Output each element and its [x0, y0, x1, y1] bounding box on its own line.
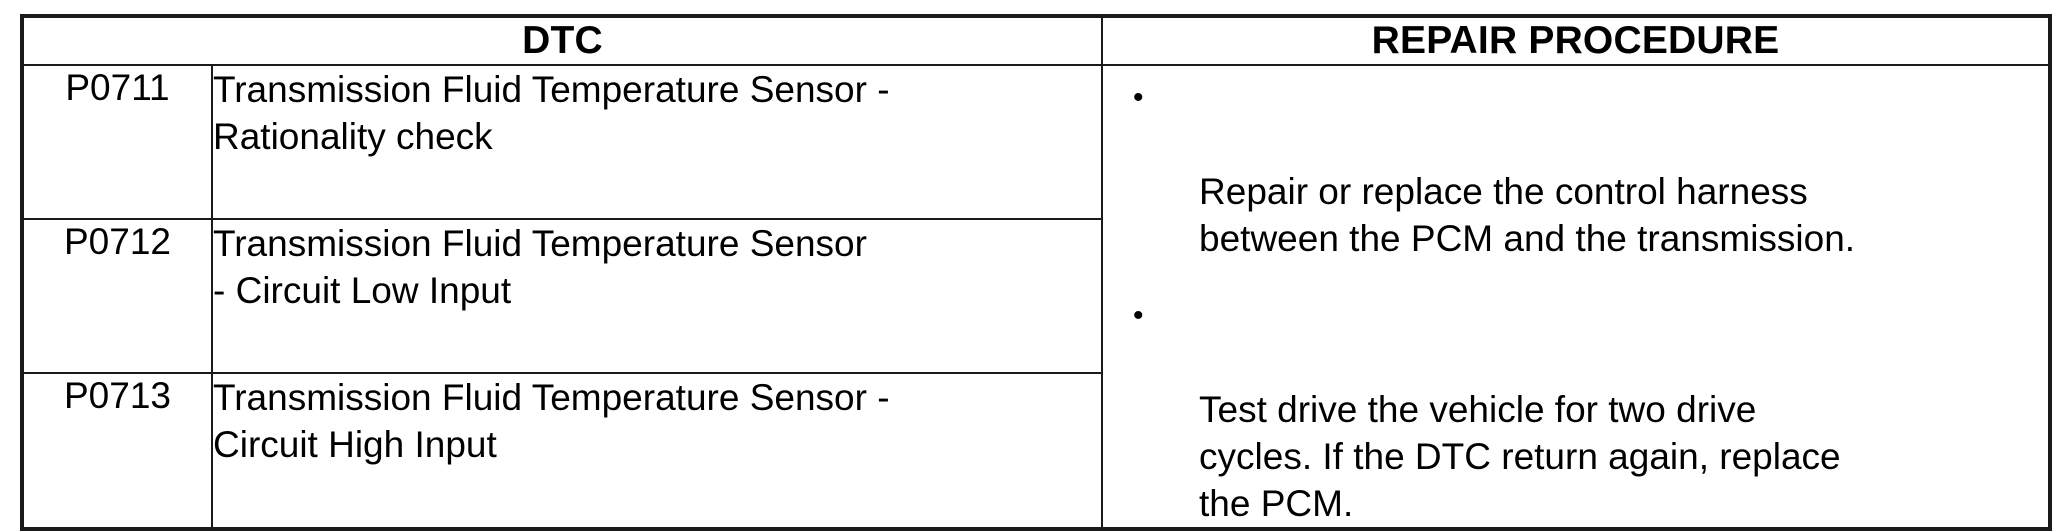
dtc-description-cell: Transmission Fluid Temperature Sensor - … [210, 218, 1104, 375]
dtc-code-cell: P0713 [21, 372, 213, 530]
dtc-description-cell: Transmission Fluid Temperature Sensor - … [210, 372, 1104, 530]
dtc-description-cell: Transmission Fluid Temperature Sensor - … [210, 63, 1104, 221]
dtc-code-cell: P0711 [21, 63, 213, 221]
column-header-repair-procedure: REPAIR PROCEDURE [1101, 15, 2052, 66]
dtc-repair-table: DTC REPAIR PROCEDURE P0711 Transmission … [20, 14, 2053, 531]
repair-procedure-text: Test drive the vehicle for two drive cyc… [1199, 389, 1841, 524]
repair-procedure-list: • Repair or replace the control harness … [1103, 66, 2048, 527]
repair-procedure-cell: • Repair or replace the control harness … [1101, 64, 2052, 530]
table-header-row: DTC REPAIR PROCEDURE [20, 15, 2052, 66]
table-body: P0711 Transmission Fluid Temperature Sen… [21, 63, 2052, 530]
bullet-icon: • [1133, 81, 1144, 114]
column-header-dtc: DTC [20, 15, 1104, 66]
list-item: • Test drive the vehicle for two drive c… [1125, 292, 2030, 527]
table-row: P0712 Transmission Fluid Temperature Sen… [21, 218, 2050, 375]
bullet-icon: • [1133, 299, 1144, 332]
dtc-repair-table-wrapper: DTC REPAIR PROCEDURE P0711 Transmission … [20, 14, 2053, 531]
list-item: • Repair or replace the control harness … [1125, 74, 2030, 262]
table-row: P0711 Transmission Fluid Temperature Sen… [21, 63, 2052, 530]
repair-procedure-text: Repair or replace the control harness be… [1199, 171, 1856, 259]
dtc-code-cell: P0712 [21, 218, 213, 375]
table-header: DTC REPAIR PROCEDURE [20, 15, 2052, 66]
